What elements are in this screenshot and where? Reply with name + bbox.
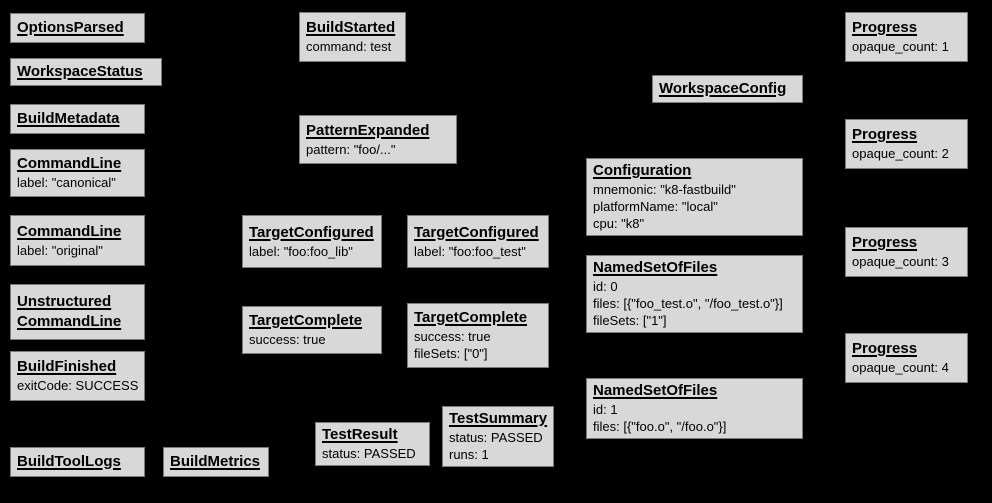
node-title: BuildStarted [306,19,396,36]
node-field: label: "canonical" [17,175,116,190]
node-field: platformName: "local" [593,199,718,214]
node-progress-2: Progress opaque_count: 2 [845,119,968,169]
node-title: NamedSetOfFiles [593,382,718,399]
node-field: cpu: "k8" [593,216,645,231]
node-fields: id: 0 files: [{"foo_test.o", "/foo_test.o… [593,278,796,329]
node-progress-4: Progress opaque_count: 4 [845,333,968,383]
node-field: mnemonic: "k8-fastbuild" [593,182,736,197]
node-title: OptionsParsed [17,18,124,36]
node-fields: label: "canonical" [17,174,138,191]
node-field: label: "foo:foo_lib" [249,243,353,259]
node-fields: opaque_count: 3 [852,253,961,270]
node-fields: label: "foo:foo_test" [414,243,542,260]
node-field: runs: 1 [449,447,489,462]
node-field: id: 1 [593,402,618,417]
node-title: Progress [852,126,918,143]
node-title: Progress [852,340,918,357]
node-fields: status: PASSED runs: 1 [449,429,547,463]
node-workspace-config: WorkspaceConfig [652,75,803,103]
node-field: success: true [249,332,326,347]
node-target-configured-lib: TargetConfigured label: "foo:foo_lib" [242,215,382,268]
node-title: Configuration [593,162,692,179]
node-fields: label: "original" [17,242,138,259]
node-field: status: PASSED [322,446,416,461]
node-test-summary: TestSummary status: PASSED runs: 1 [442,406,554,467]
node-title: TargetConfigured [249,223,374,241]
node-fields: opaque_count: 4 [852,359,961,376]
node-field: pattern: "foo/..." [306,141,396,157]
node-field: fileSets: ["1"] [593,313,667,328]
node-test-result: TestResult status: PASSED [315,422,430,466]
node-fields: mnemonic: "k8-fastbuild" platformName: "l… [593,181,796,232]
node-options-parsed: OptionsParsed [10,13,145,43]
node-named-set-of-files-1: NamedSetOfFiles id: 1 files: [{"foo.o", "… [586,378,803,439]
node-title: WorkspaceConfig [659,79,787,97]
node-title: TargetConfigured [414,223,539,241]
node-field: exitCode: SUCCESS [17,378,139,393]
node-workspace-status: WorkspaceStatus [10,58,162,86]
node-field: success: true [414,329,491,344]
node-fields: opaque_count: 2 [852,145,961,162]
node-fields: success: true [249,331,375,348]
node-command-line-canonical: CommandLine label: "canonical" [10,149,145,197]
node-title: CommandLine [17,155,122,172]
node-target-complete-test: TargetComplete success: true fileSets: ["… [407,303,549,368]
node-title: WorkspaceStatus [17,62,143,80]
node-title: TestSummary [449,410,548,427]
node-field: id: 0 [593,279,618,294]
node-fields: command: test [306,38,399,55]
node-field: opaque_count: 4 [852,360,949,375]
node-title: CommandLine [17,222,122,240]
node-build-metrics: BuildMetrics [163,447,269,477]
node-field: opaque_count: 2 [852,146,949,161]
node-progress-1: Progress opaque_count: 1 [845,12,968,62]
node-target-complete-lib: TargetComplete success: true [242,306,382,354]
node-title: NamedSetOfFiles [593,259,718,276]
node-fields: status: PASSED [322,445,423,462]
node-title: BuildMetadata [17,109,120,127]
node-field: command: test [306,39,392,54]
node-build-started: BuildStarted command: test [299,12,406,62]
node-pattern-expanded: PatternExpanded pattern: "foo/..." [299,115,457,164]
node-field: files: [{"foo_test.o", "/foo_test.o"}] [593,296,783,311]
node-field: files: [{"foo.o", "/foo.o"}] [593,419,727,434]
node-field: fileSets: ["0"] [414,346,488,361]
node-field: opaque_count: 3 [852,254,949,269]
node-title: Progress [852,234,918,251]
node-field: label: "foo:foo_test" [414,243,526,259]
node-title: TestResult [322,426,398,443]
node-title: BuildMetrics [170,452,261,470]
node-title: Unstructured CommandLine [17,292,122,330]
node-target-configured-test: TargetConfigured label: "foo:foo_test" [407,215,549,268]
node-fields: exitCode: SUCCESS [17,377,138,394]
node-fields: opaque_count: 1 [852,38,961,55]
node-command-line-original: CommandLine label: "original" [10,215,145,266]
node-fields: label: "foo:foo_lib" [249,243,375,260]
node-title: BuildToolLogs [17,452,121,470]
node-fields: pattern: "foo/..." [306,141,450,158]
node-field: label: "original" [17,242,103,258]
node-build-finished: BuildFinished exitCode: SUCCESS [10,351,145,401]
node-field: opaque_count: 1 [852,39,949,54]
node-build-metadata: BuildMetadata [10,104,145,134]
node-progress-3: Progress opaque_count: 3 [845,227,968,277]
node-field: status: PASSED [449,430,543,445]
node-build-tool-logs: BuildToolLogs [10,447,145,477]
node-named-set-of-files-0: NamedSetOfFiles id: 0 files: [{"foo_test.… [586,255,803,333]
node-title: TargetComplete [249,312,363,329]
node-unstructured-command-line: Unstructured CommandLine [10,284,145,340]
node-title: Progress [852,19,918,36]
node-fields: id: 1 files: [{"foo.o", "/foo.o"}] [593,401,796,435]
node-configuration: Configuration mnemonic: "k8-fastbuild" pl… [586,158,803,236]
node-fields: success: true fileSets: ["0"] [414,328,542,362]
node-title: BuildFinished [17,358,117,375]
node-title: PatternExpanded [306,121,430,139]
node-title: TargetComplete [414,309,528,326]
